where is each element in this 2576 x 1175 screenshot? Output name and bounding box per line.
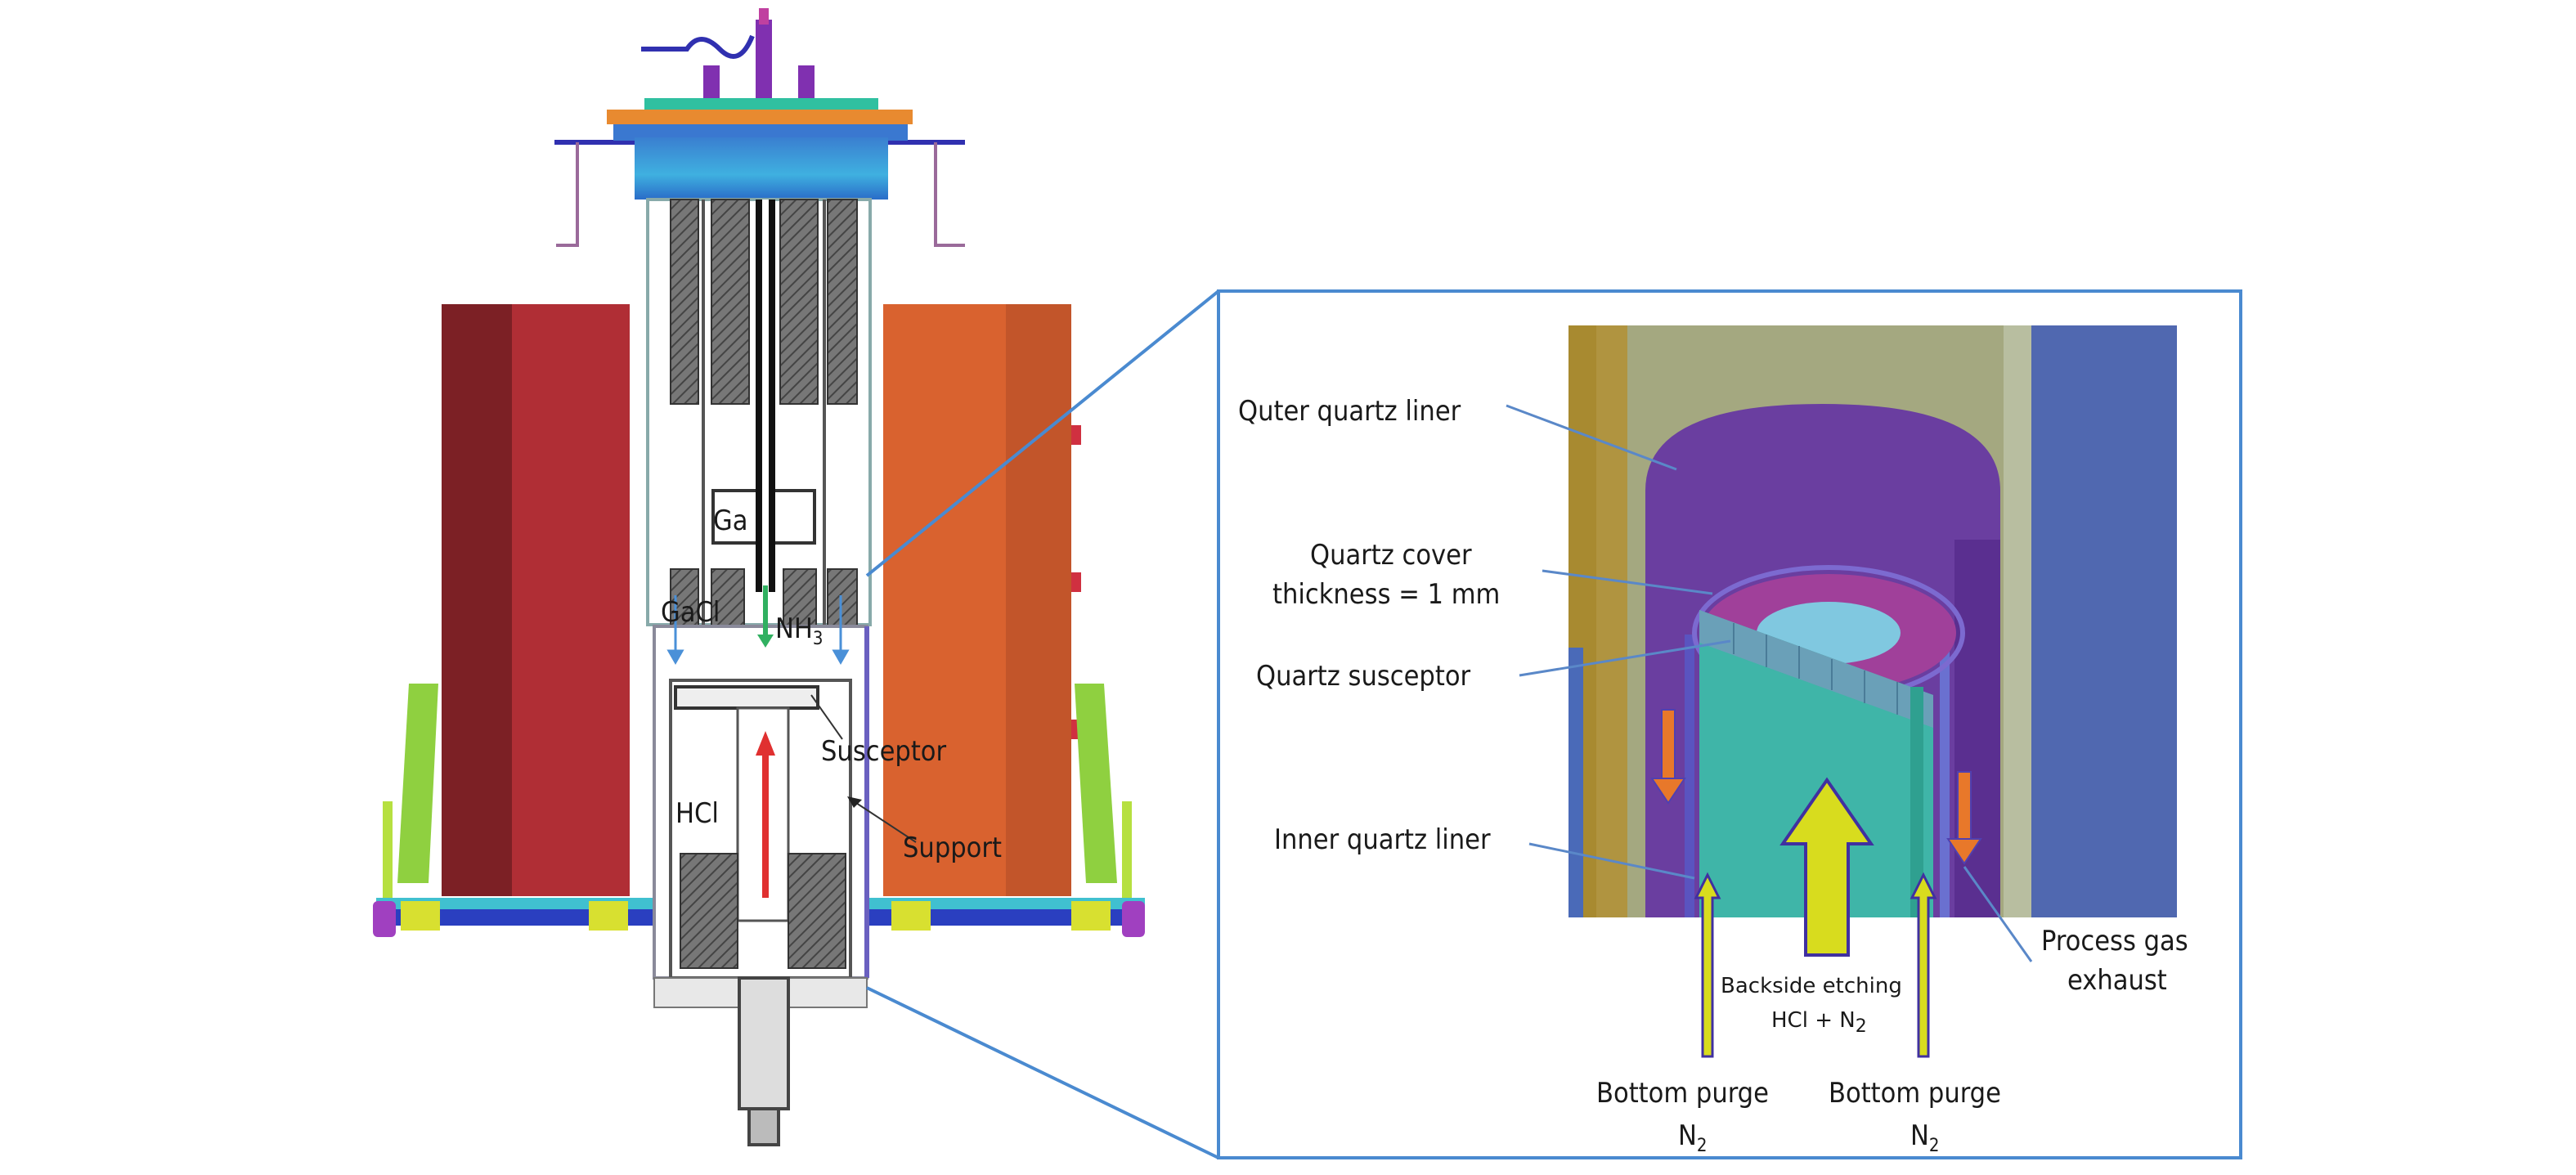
exhaust-arrow-right: [1946, 771, 1982, 865]
support-leader-arrowhead: [847, 796, 862, 808]
support-struts: [383, 684, 1132, 899]
bottom-purge-arrow-left: [1694, 872, 1721, 1058]
blue-flow-arrows: [666, 595, 850, 666]
label-n2-right: N2: [1910, 1119, 1939, 1156]
label-cover-thickness: thickness = 1 mm: [1272, 578, 1500, 611]
label-nh3: NH3: [775, 612, 823, 649]
label-ga: Ga: [713, 505, 747, 537]
label-bottom-purge-right: Bottom purge: [1829, 1077, 2001, 1110]
label-outer-quartz-liner: Quter quartz liner: [1238, 395, 1461, 428]
label-hcl: HCl: [675, 797, 719, 830]
susceptor-plate: [674, 685, 819, 710]
source-zone: [646, 198, 872, 627]
label-n2-left: N2: [1678, 1119, 1707, 1156]
label-backside-etching: Backside etching: [1721, 974, 1902, 998]
top-flange: [554, 8, 965, 247]
label-bottom-purge-left: Bottom purge: [1596, 1077, 1769, 1110]
reactor-cross-section: Ga GaCl NH3: [373, 8, 1145, 1146]
label-quartz-cover: Quartz cover: [1310, 539, 1472, 572]
label-support: Support: [903, 832, 1002, 864]
susceptor-leader: [810, 694, 843, 740]
label-inner-quartz-liner: Inner quartz liner: [1274, 823, 1491, 856]
label-gacl: GaCl: [661, 596, 720, 629]
right-heater: [883, 304, 1081, 896]
label-susceptor: Susceptor: [821, 735, 947, 768]
leader-lines: [1506, 404, 2033, 962]
exhaust-arrow-left: [1650, 709, 1686, 805]
label-exhaust: exhaust: [2067, 964, 2167, 997]
left-heater: [442, 304, 630, 896]
zoom-callout-lines: [865, 289, 1220, 1159]
detail-render: [1568, 325, 2177, 917]
support-leader: [853, 801, 917, 843]
backside-etch-arrow: [1779, 777, 1874, 957]
label-hcl-n2: HCl + N2: [1771, 1008, 1867, 1037]
detail-view: Quter quartz liner Quartz cover thicknes…: [1217, 289, 2242, 1159]
nh3-flow-arrow: [757, 585, 774, 648]
label-quartz-susceptor: Quartz susceptor: [1256, 660, 1471, 693]
bottom-purge-arrow-right: [1910, 872, 1937, 1058]
label-process-gas: Process gas: [2041, 925, 2188, 957]
hcl-flow-arrow: [756, 731, 775, 898]
growth-zone: [653, 625, 869, 1146]
